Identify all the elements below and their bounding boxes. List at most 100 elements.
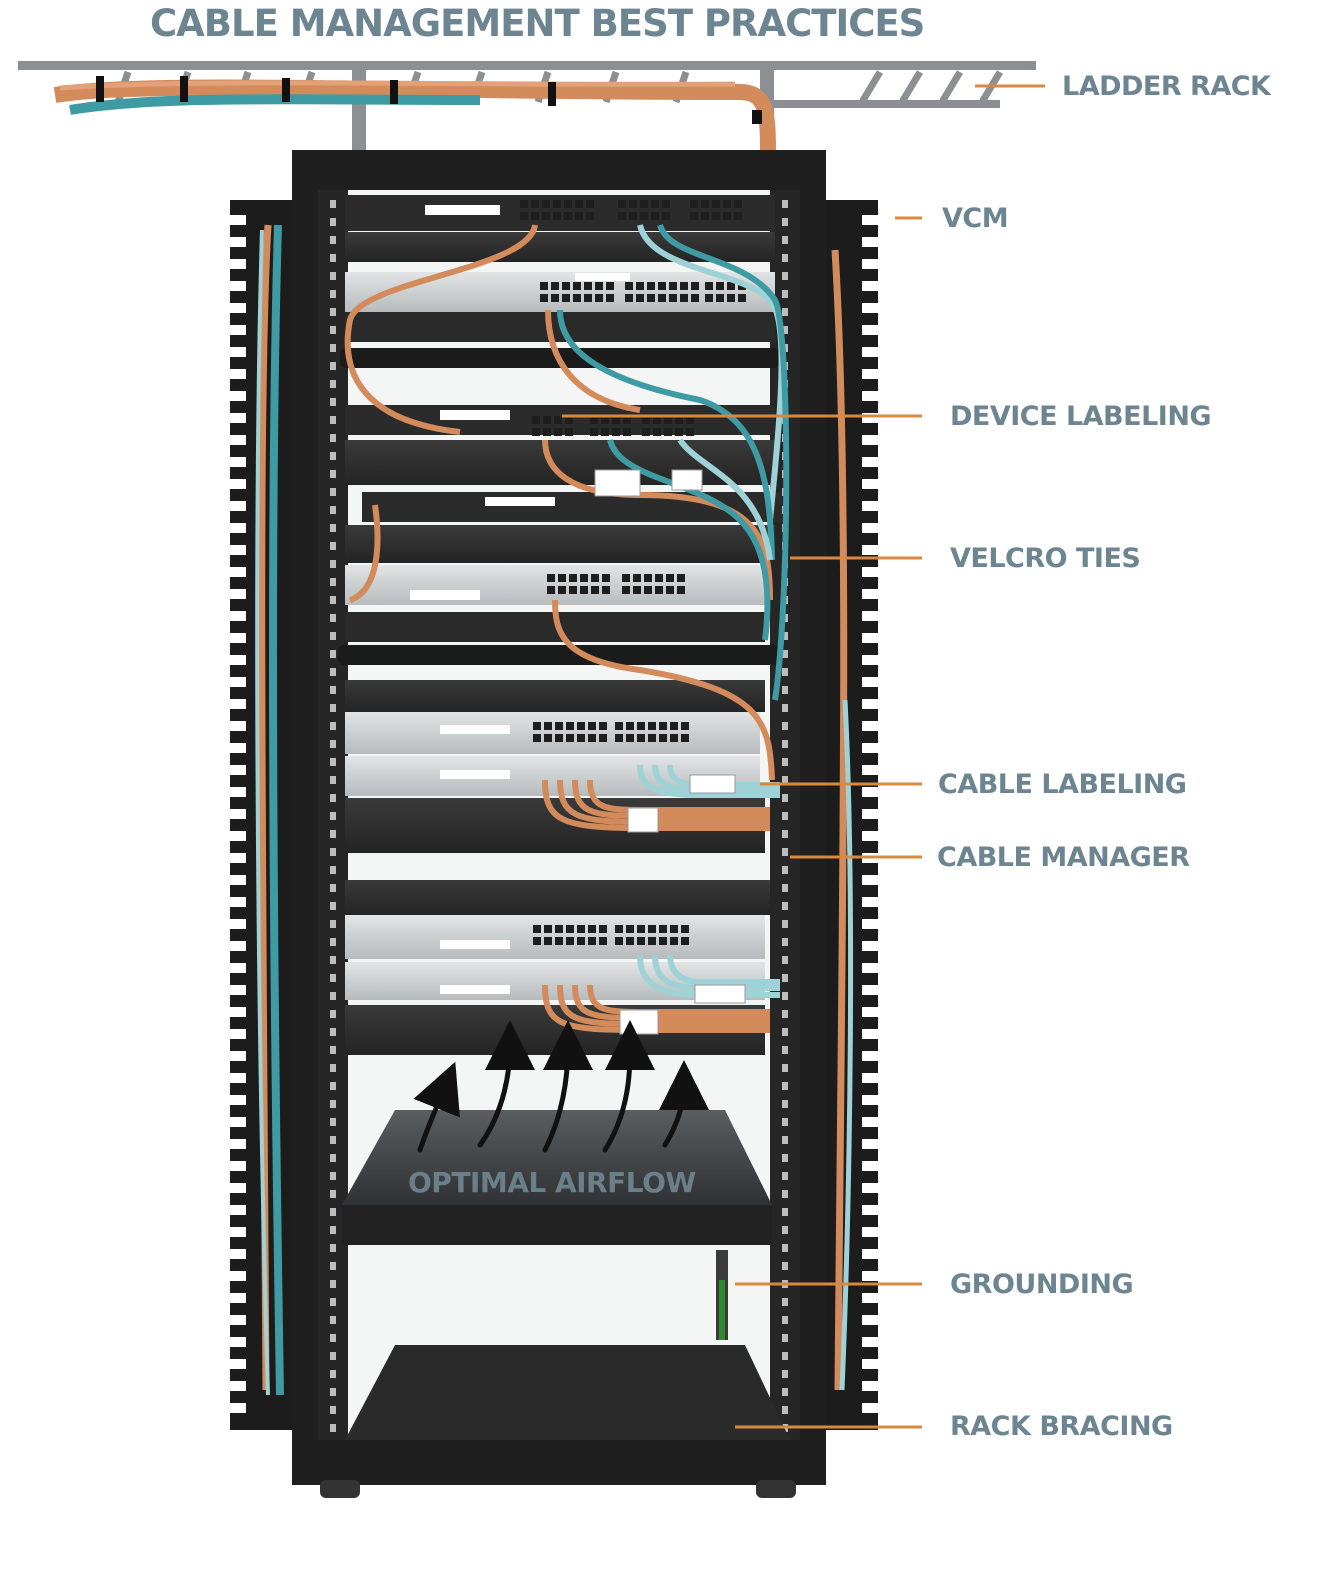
- network-port: [648, 722, 656, 730]
- rail-hole: [330, 1244, 336, 1252]
- network-port: [555, 925, 563, 933]
- network-port: [532, 416, 540, 424]
- rail-hole: [330, 218, 336, 226]
- manager-finger-slot: [862, 1337, 878, 1347]
- network-port: [625, 294, 633, 302]
- manager-finger-slot: [230, 369, 246, 379]
- network-port: [533, 734, 541, 742]
- manager-finger-slot: [862, 1117, 878, 1127]
- rail-hole: [330, 1262, 336, 1270]
- network-port: [555, 722, 563, 730]
- rail-hole: [782, 650, 788, 658]
- rail-hole: [782, 1334, 788, 1342]
- manager-finger-slot: [230, 545, 246, 555]
- rail-hole: [782, 920, 788, 928]
- network-port: [575, 212, 583, 220]
- manager-finger-slot: [230, 787, 246, 797]
- rail-hole: [330, 560, 336, 568]
- network-port: [712, 212, 720, 220]
- network-port: [580, 574, 588, 582]
- network-port: [681, 925, 689, 933]
- rail-hole: [782, 1226, 788, 1234]
- manager-finger-slot: [230, 1293, 246, 1303]
- vertical-cable-manager-left: [230, 200, 292, 1430]
- rail-hole: [330, 1046, 336, 1054]
- manager-finger-slot: [862, 589, 878, 599]
- network-port: [602, 586, 610, 594]
- rail-hole: [330, 1280, 336, 1288]
- rail-hole: [782, 830, 788, 838]
- network-port: [569, 574, 577, 582]
- network-port: [566, 722, 574, 730]
- manager-finger-slot: [230, 853, 246, 863]
- network-port: [558, 574, 566, 582]
- network-port: [547, 574, 555, 582]
- manager-finger-slot: [862, 897, 878, 907]
- network-port: [591, 586, 599, 594]
- network-port: [659, 925, 667, 933]
- network-port: [651, 212, 659, 220]
- manager-finger-slot: [862, 809, 878, 819]
- rail-hole: [782, 1154, 788, 1162]
- manager-finger-slot: [862, 699, 878, 709]
- rail-hole: [330, 434, 336, 442]
- network-port: [622, 574, 630, 582]
- callout-device-labeling: DEVICE LABELING: [950, 401, 1212, 432]
- manager-finger-slot: [230, 523, 246, 533]
- rail-hole: [330, 938, 336, 946]
- manager-finger-slot: [230, 1227, 246, 1237]
- network-port: [666, 574, 674, 582]
- manager-finger-slot: [862, 1073, 878, 1083]
- network-port: [680, 294, 688, 302]
- network-port: [637, 734, 645, 742]
- network-port: [547, 586, 555, 594]
- manager-finger-slot: [230, 985, 246, 995]
- network-port: [716, 282, 724, 290]
- page-title: CABLE MANAGEMENT BEST PRACTICES: [150, 2, 925, 45]
- network-port: [531, 200, 539, 208]
- network-port: [618, 212, 626, 220]
- rail-hole: [330, 380, 336, 388]
- network-port: [566, 734, 574, 742]
- rail-hole: [330, 506, 336, 514]
- manager-finger-slot: [862, 985, 878, 995]
- rail-hole: [782, 1406, 788, 1414]
- rail-hole: [330, 290, 336, 298]
- manager-finger-slot: [862, 523, 878, 533]
- network-port: [575, 200, 583, 208]
- rail-hole: [330, 992, 336, 1000]
- manager-finger-slot: [230, 809, 246, 819]
- manager-finger-slot: [862, 1315, 878, 1325]
- rail-hole: [782, 884, 788, 892]
- network-port: [573, 294, 581, 302]
- manager-finger-slot: [230, 215, 246, 225]
- manager-finger-slot: [230, 1095, 246, 1105]
- manager-finger-slot: [862, 611, 878, 621]
- manager-finger-slot: [862, 655, 878, 665]
- network-port: [677, 574, 685, 582]
- manager-finger-slot: [862, 633, 878, 643]
- network-port: [555, 734, 563, 742]
- network-port: [543, 428, 551, 436]
- network-port: [664, 428, 672, 436]
- network-port: [588, 937, 596, 945]
- manager-finger-slot: [862, 1095, 878, 1105]
- manager-finger-slot: [230, 743, 246, 753]
- network-port: [584, 282, 592, 290]
- network-port: [565, 416, 573, 424]
- manager-finger-slot: [862, 1381, 878, 1391]
- manager-finger-slot: [862, 413, 878, 423]
- airflow-arrows: [413, 1020, 709, 1153]
- network-port: [588, 734, 596, 742]
- manager-finger-slot: [230, 897, 246, 907]
- network-port: [669, 282, 677, 290]
- rail-hole: [330, 848, 336, 856]
- network-port: [623, 428, 631, 436]
- network-port: [551, 294, 559, 302]
- rail-hole: [330, 200, 336, 208]
- network-port: [554, 416, 562, 424]
- manager-finger-slot: [862, 677, 878, 687]
- manager-finger-slot: [862, 567, 878, 577]
- rail-hole: [330, 1226, 336, 1234]
